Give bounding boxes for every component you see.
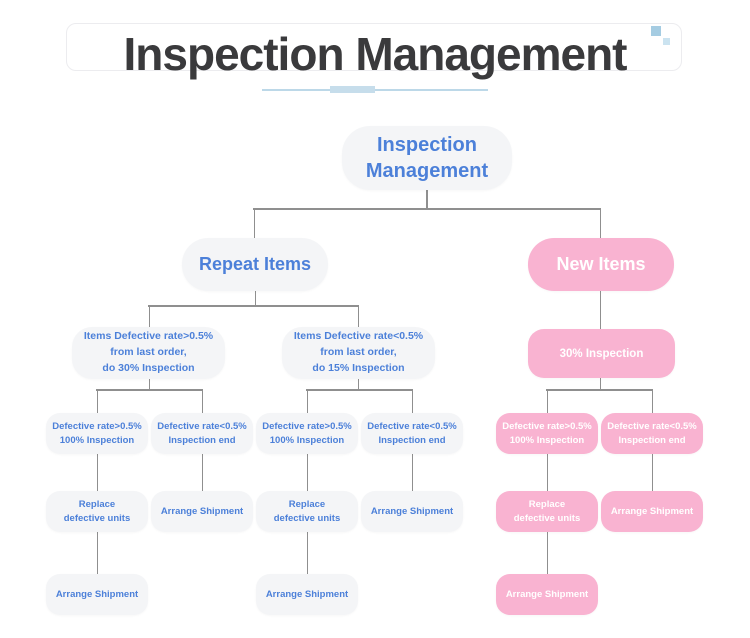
connector-line [599, 208, 601, 238]
connector-line [651, 389, 653, 413]
connector-line [148, 379, 150, 389]
connector-line [96, 454, 98, 491]
node-r1-replace-units: Replace defective units [46, 491, 148, 532]
connector-line [546, 532, 548, 574]
page-title: Inspection Management [123, 28, 628, 80]
connector-line [201, 389, 203, 413]
node-new-items: New Items [528, 238, 674, 291]
connector-line [148, 305, 359, 307]
connector-line [253, 208, 601, 210]
node-r2-defective-high: Defective rate>0.5% 100% Inspection [256, 413, 358, 454]
node-r1-final-arrange-shipment: Arrange Shipment [46, 574, 148, 615]
node-new-defective-low: Defective rate<0.5% Inspection end [601, 413, 703, 454]
node-r1-arrange-shipment: Arrange Shipment [151, 491, 253, 532]
connector-line [546, 454, 548, 491]
connector-line [148, 305, 150, 327]
node-r2-replace-units: Replace defective units [256, 491, 358, 532]
connector-line [599, 291, 601, 329]
connector-line [96, 532, 98, 574]
node-new-final-arrange-shipment: Arrange Shipment [496, 574, 598, 615]
connector-line [411, 454, 413, 491]
node-r1-defective-low: Defective rate<0.5% Inspection end [151, 413, 253, 454]
connector-line [306, 454, 308, 491]
header-card [66, 23, 682, 71]
connector-line [306, 389, 413, 391]
connector-line [96, 389, 203, 391]
node-inspection-management-root: Inspection Management [342, 126, 512, 190]
connector-line [357, 379, 359, 389]
connector-line [599, 378, 601, 389]
node-repeat-high-defective-rule: Items Defective rate>0.5% from last orde… [72, 327, 225, 379]
connector-line [254, 291, 256, 305]
node-r2-final-arrange-shipment: Arrange Shipment [256, 574, 358, 615]
decor-square-small-icon [663, 38, 670, 45]
connector-line [357, 305, 359, 327]
node-new-arrange-shipment: Arrange Shipment [601, 491, 703, 532]
node-repeat-low-defective-rule: Items Defective rate<0.5% from last orde… [282, 327, 435, 379]
connector-line [651, 454, 653, 491]
node-r2-defective-low: Defective rate<0.5% Inspection end [361, 413, 463, 454]
connector-line [411, 389, 413, 413]
connector-line [253, 208, 255, 238]
connector-line [426, 190, 428, 209]
node-new-30-inspection: 30% Inspection [528, 329, 675, 378]
connector-line [201, 454, 203, 491]
connector-line [306, 389, 308, 413]
title-underline-accent [330, 86, 375, 93]
connector-line [306, 532, 308, 574]
connector-line [546, 389, 653, 391]
node-repeat-items: Repeat Items [182, 238, 328, 291]
connector-line [96, 389, 98, 413]
connector-line [546, 389, 548, 413]
node-new-replace-units: Replace defective units [496, 491, 598, 532]
decor-square-icon [651, 26, 661, 36]
node-r1-defective-high: Defective rate>0.5% 100% Inspection [46, 413, 148, 454]
node-new-defective-high: Defective rate>0.5% 100% Inspection [496, 413, 598, 454]
node-r2-arrange-shipment: Arrange Shipment [361, 491, 463, 532]
title-underline [262, 89, 488, 91]
